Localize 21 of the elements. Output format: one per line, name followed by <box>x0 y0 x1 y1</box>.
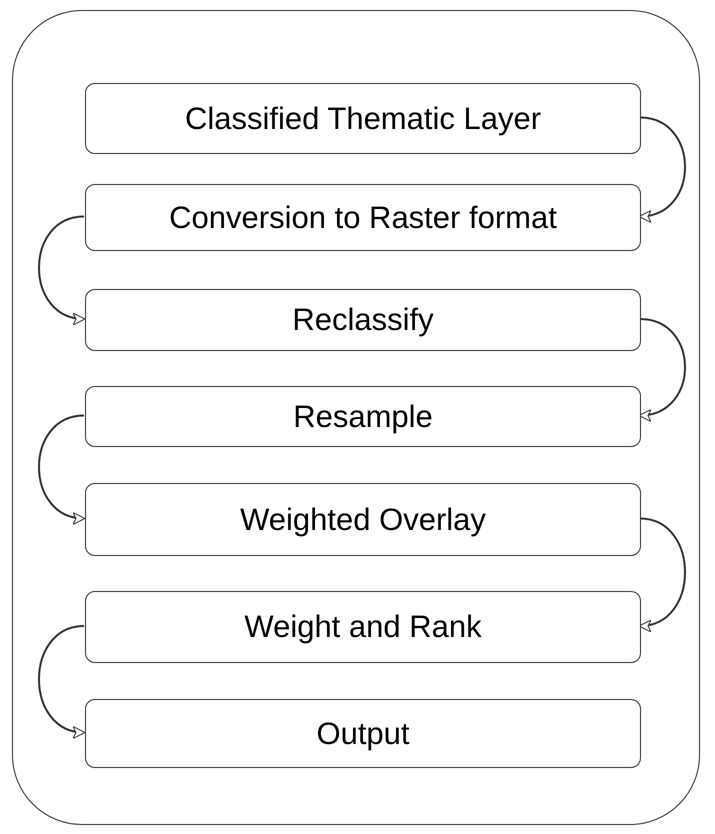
step-label: Weight and Rank <box>244 609 482 645</box>
step-label: Weighted Overlay <box>240 502 486 538</box>
process-box <box>85 483 641 556</box>
process-box <box>85 289 641 351</box>
curved-arrow <box>38 625 86 738</box>
step-label: Output <box>316 716 410 752</box>
curved-arrow <box>638 318 686 420</box>
step-label: Conversion to Raster format <box>169 200 557 236</box>
container-box <box>12 10 700 825</box>
step-label: Reclassify <box>292 302 434 338</box>
step-label: Classified Thematic Layer <box>184 100 542 136</box>
curved-arrow <box>638 116 686 222</box>
process-box <box>85 699 641 768</box>
curved-arrow <box>38 216 86 324</box>
process-box <box>85 83 641 154</box>
curved-arrow <box>38 414 86 524</box>
process-box <box>85 386 641 447</box>
process-box <box>85 184 641 251</box>
process-box <box>85 591 641 663</box>
step-label: Resample <box>293 398 433 434</box>
curved-arrow <box>638 518 686 631</box>
